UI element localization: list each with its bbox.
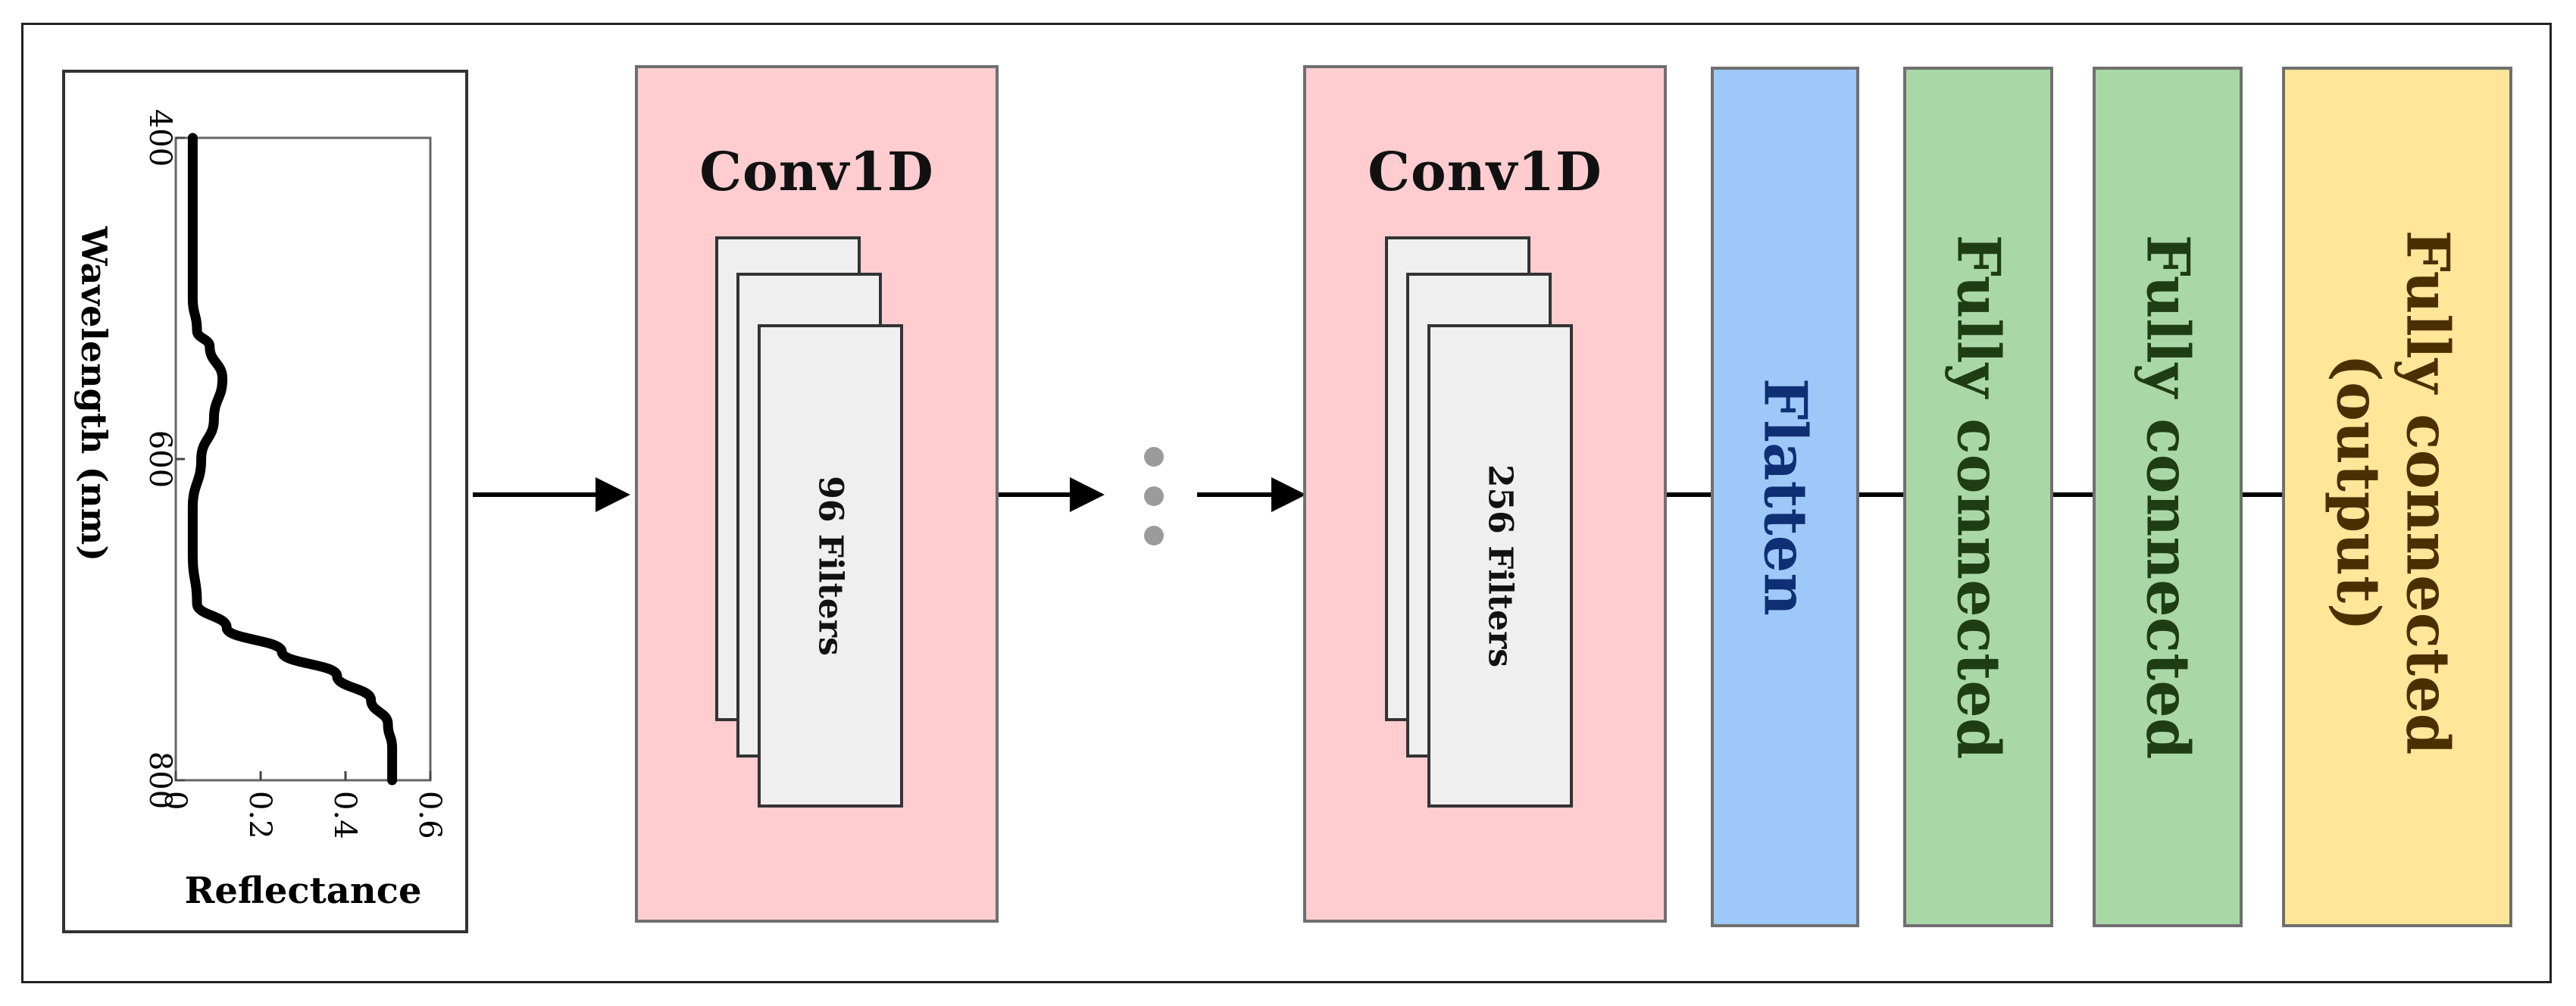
arrows xyxy=(473,477,2282,512)
plot-x-tick-label: 0 xyxy=(158,791,192,810)
plot-y-tick-label: 600 xyxy=(142,430,177,488)
plot-x-tick-label: 0.6 xyxy=(412,791,447,839)
filter-sheet-front xyxy=(758,324,903,808)
flatten-layer-label: Flatten xyxy=(1750,378,1820,616)
input-plot-panel xyxy=(62,70,468,933)
fully-connected-layer-1 xyxy=(1903,67,2053,927)
plot-y-axis-label: Wavelength (nm) xyxy=(73,226,114,561)
fully-connected-layer-1-label: Fully connected xyxy=(1943,234,2013,760)
output-layer-label-line1: Fully connected xyxy=(2393,230,2462,755)
conv1d-layer-2-title: Conv1D xyxy=(1368,140,1602,203)
spectrum-line xyxy=(187,133,398,786)
plot-x-tick-label: 0.2 xyxy=(242,791,277,839)
flatten-layer xyxy=(1711,67,1859,927)
ellipsis-dot xyxy=(1144,447,1164,467)
output-layer-label-line2: (output) xyxy=(2323,354,2393,631)
fully-connected-layer-2-label: Fully connected xyxy=(2133,234,2202,760)
conv1d-layer-1-filters: 96 Filters xyxy=(811,476,850,656)
plot-x-tick-label: 0.4 xyxy=(327,791,362,839)
fully-connected-layer-2 xyxy=(2093,67,2243,927)
plot-x-axis-label: Reflectance xyxy=(184,870,421,912)
plot-y-tick-label: 400 xyxy=(142,109,177,167)
conv1d-layer-1-title: Conv1D xyxy=(699,140,934,203)
ellipsis-dot xyxy=(1144,486,1164,506)
plot-axes-box xyxy=(174,136,432,782)
plot-y-tick-label: 800 xyxy=(142,751,177,809)
ellipsis-dot xyxy=(1144,526,1164,545)
conv1d-layer-2-filters: 256 Filters xyxy=(1480,464,1520,668)
filter-sheet-front xyxy=(1427,324,1573,808)
output-layer xyxy=(2282,67,2512,927)
